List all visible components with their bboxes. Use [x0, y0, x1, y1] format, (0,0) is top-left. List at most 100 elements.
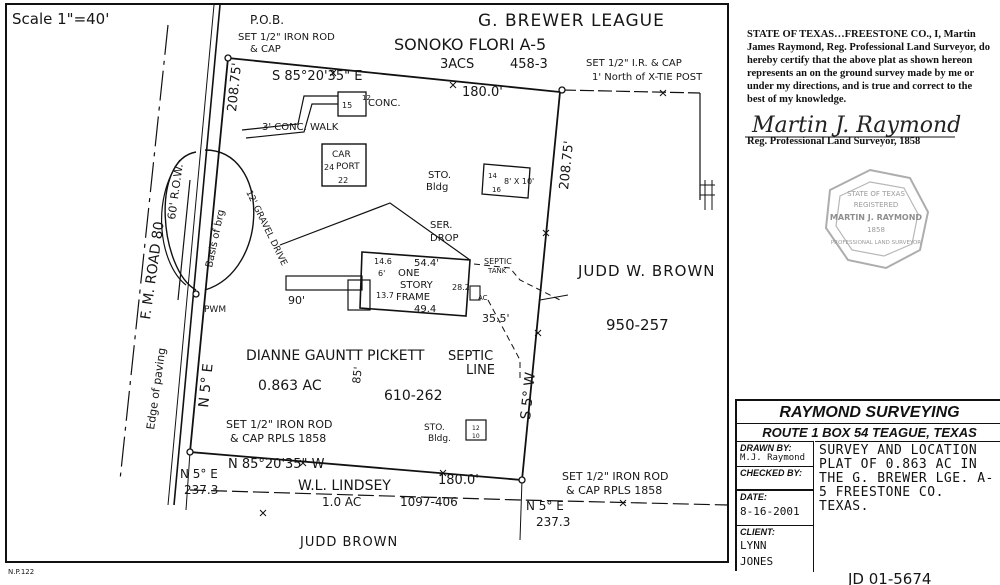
tract-acres: 0.863 AC — [258, 378, 322, 394]
lot-pointer — [539, 294, 569, 301]
checked-by-label: CHECKED BY: — [740, 468, 803, 478]
title-block-description: SURVEY AND LOCATION PLAT OF 0.863 AC IN … — [815, 441, 1000, 572]
client-value-2: JONES — [740, 555, 774, 568]
tie-se — [519, 479, 523, 541]
small-storage-label-1: STO. — [424, 423, 445, 433]
basis-of-bearing: Basis of brg — [204, 209, 227, 269]
septic-line-label-1: SEPTIC — [448, 349, 493, 364]
date-label: DATE: — [740, 492, 767, 502]
tract-owner: DIANNE GAUNTT PICKETT — [246, 348, 425, 364]
seal-name: MARTIN J. RAYMOND — [830, 213, 923, 222]
south-owner: W.L. LINDSEY — [298, 478, 391, 494]
north-acres: 3ACS — [440, 57, 474, 72]
drawn-by-cell: DRAWN BY: M.J. Raymond — [737, 442, 813, 467]
se-note-2: & CAP RPLS 1858 — [566, 484, 662, 497]
north-owner: G. BREWER LEAGUE — [478, 11, 665, 31]
septic-tank-label-2: TANK — [487, 267, 507, 275]
road-row: 60' R.O.W. — [165, 163, 186, 220]
concrete-walk — [241, 95, 338, 131]
sw-note-2: & CAP RPLS 1858 — [230, 432, 326, 445]
septic-tank-label-1: SEPTIC — [484, 257, 512, 266]
surveyor-signature: Martin J. Raymond — [751, 113, 961, 138]
pwm-label: PWM — [204, 305, 226, 315]
dim-35-5: 35.5' — [482, 312, 510, 325]
drawn-by-label: DRAWN BY: — [740, 443, 792, 453]
signature-label: Reg. Professional Land Surveyor, 1858 — [747, 136, 921, 147]
carport-label-1: CAR — [332, 150, 351, 160]
septic-line-label-2: LINE — [466, 363, 495, 378]
porch-dim-2: 12 — [362, 94, 371, 102]
sw-tie-bearing: N 5° E — [180, 467, 218, 481]
road-paving-edge: Edge of paving — [144, 347, 168, 431]
row-line-2 — [167, 4, 215, 506]
plat-labels: Scale 1"=40' G. BREWER LEAGUE SONOKO FLO… — [8, 10, 931, 585]
east-owner: JUDD W. BROWN — [577, 262, 716, 280]
company-name: RAYMOND SURVEYING — [779, 404, 960, 421]
client-value-1: LYNN — [740, 539, 767, 552]
pob-label: P.O.B. — [250, 13, 284, 27]
house-porch — [285, 275, 363, 291]
checked-by-cell: CHECKED BY: — [737, 467, 813, 490]
small-storage-dim-1: 12 — [472, 425, 480, 432]
fence-s — [189, 489, 729, 506]
carport-dim-2: 22 — [338, 176, 348, 185]
carport-dim-1: 24 — [324, 163, 334, 172]
client-label: CLIENT: — [740, 527, 775, 537]
seal-bottom: PROFESSIONAL LAND SURVEYOR — [831, 240, 921, 246]
se-note-1: SET 1/2" IRON ROD — [562, 470, 668, 483]
small-storage-building — [465, 419, 487, 441]
client-cell: CLIENT: LYNN JONES — [737, 526, 813, 572]
drive-paving — [161, 159, 187, 286]
house-left-dim-1: 14.6 — [374, 257, 392, 266]
ne-note-2: 1' North of X-TIE POST — [592, 72, 703, 83]
sw-tie-distance: 237.3 — [184, 483, 218, 497]
date-value: 8-16-2001 — [740, 505, 800, 518]
tract-deed: 610-262 — [384, 388, 443, 404]
corner-pins — [186, 54, 566, 484]
line-markers — [259, 69, 667, 517]
service-drop — [279, 202, 471, 261]
south-bearing: N 85°20'35" W — [228, 457, 325, 472]
company-address: ROUTE 1 BOX 54 TEAGUE, TEXAS — [737, 423, 1000, 442]
title-block: RAYMOND SURVEYING ROUTE 1 BOX 54 TEAGUE,… — [735, 399, 1000, 572]
sw-note-1: SET 1/2" IRON ROD — [226, 418, 332, 431]
house-left-dim-3: 13.7 — [376, 291, 394, 300]
house-label-1: ONE — [398, 268, 420, 279]
surveyor-certification: STATE OF TEXAS…FREESTONE CO., I, Martin … — [747, 29, 990, 105]
west-bearing: N 5° E — [196, 363, 217, 409]
carport-label-2: PORT — [336, 162, 360, 172]
storage-dim: 8' X 10' — [504, 177, 534, 186]
dim-90: 90' — [288, 294, 305, 307]
south-acres: 1.0 AC — [322, 495, 361, 509]
carport — [321, 143, 367, 187]
pob-note-2: & CAP — [250, 44, 281, 55]
concrete-label: CONC. — [368, 98, 401, 109]
storage-building — [481, 163, 531, 199]
east-distance: 208.75' — [557, 140, 577, 190]
plat-description: SURVEY AND LOCATION PLAT OF 0.863 AC IN … — [819, 443, 994, 514]
scale-label: Scale 1"=40' — [12, 10, 109, 28]
surveyor-seal: STATE OF TEXAS REGISTERED MARTIN J. RAYM… — [824, 168, 930, 270]
septic-line — [487, 299, 521, 380]
house-dim-top: 54.4' — [414, 258, 439, 269]
tie-sw — [185, 451, 191, 511]
east-deed: 950-257 — [606, 316, 669, 334]
storage-label-2: Bldg — [426, 182, 448, 193]
ac-label: AC — [478, 294, 488, 302]
seal-top: STATE OF TEXAS — [847, 190, 905, 198]
north-distance: 180.0' — [462, 85, 503, 100]
gravel-drive-label: 12' GRAVEL DRIVE — [243, 189, 288, 268]
south-deed: 1097-406 — [400, 495, 458, 509]
se-tie-bearing: N 5° E — [526, 499, 564, 513]
seal-registered: REGISTERED — [854, 201, 899, 209]
corner-code: N.P.122 — [8, 568, 34, 576]
survey-name: SONOKO FLORI A-5 — [394, 35, 546, 54]
ne-note-1: SET 1/2" I.R. & CAP — [586, 58, 682, 69]
house-dim-bottom: 49.4 — [414, 304, 436, 315]
row-line — [173, 4, 221, 506]
small-storage-label-2: Bldg. — [428, 434, 451, 444]
gravel-drive-inner — [204, 149, 255, 291]
septic-tank-line — [473, 263, 561, 301]
title-block-fields: DRAWN BY: M.J. Raymond CHECKED BY: DATE:… — [737, 441, 814, 572]
